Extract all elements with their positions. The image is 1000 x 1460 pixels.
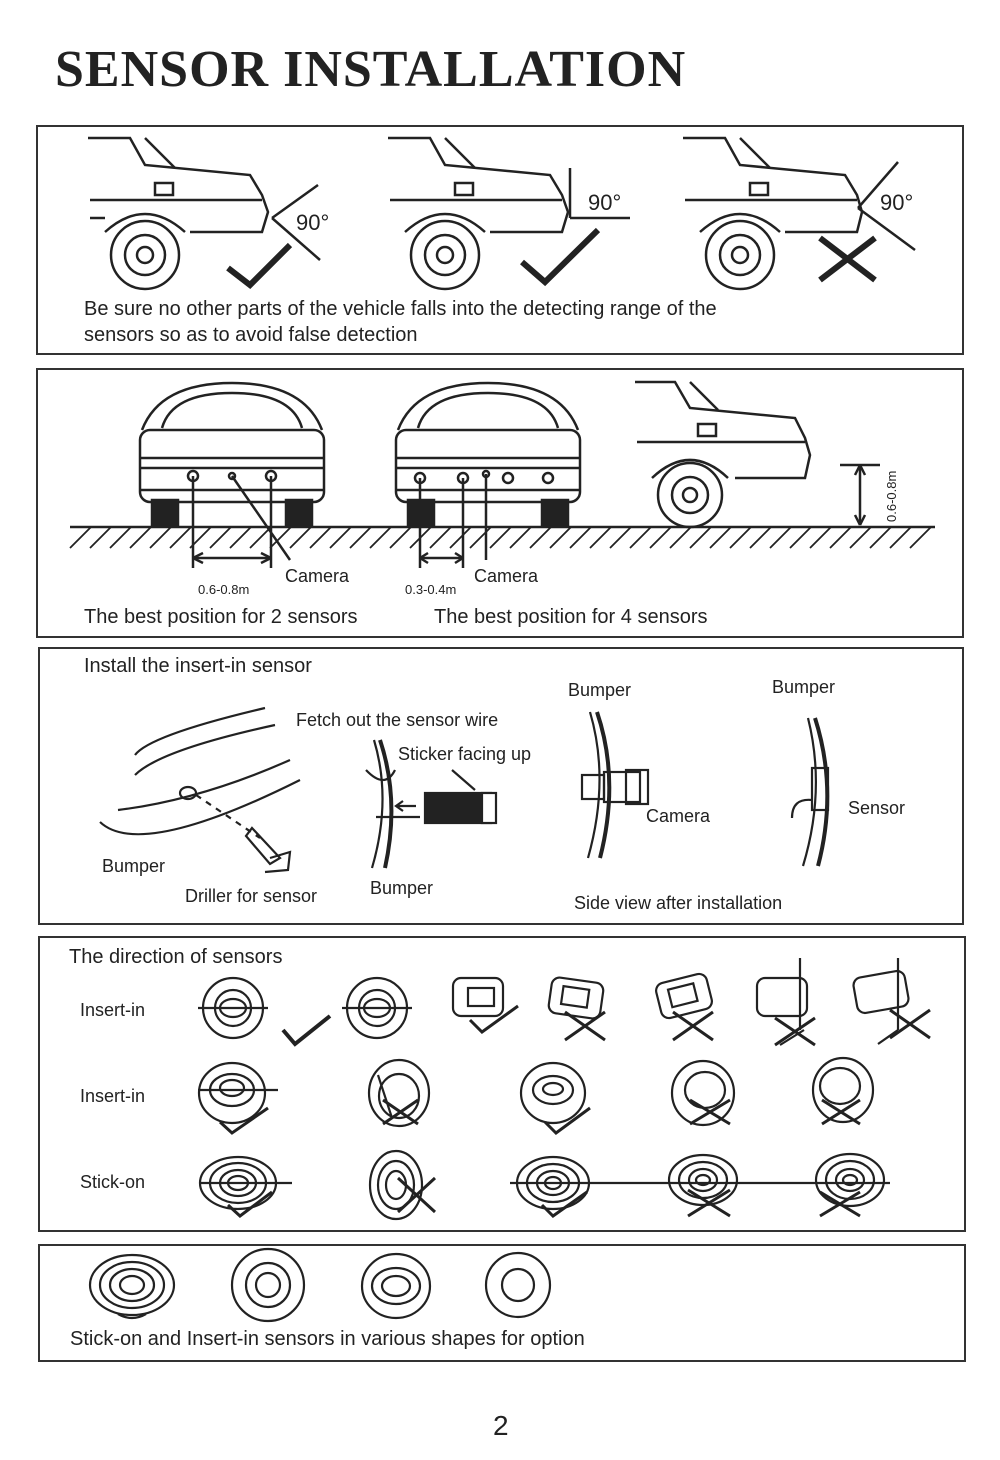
row2-bad-3: [811, 1056, 875, 1126]
caption-4-sensors: The best position for 4 sensors: [434, 606, 708, 628]
side-view-caption: Side view after installation: [574, 893, 783, 913]
angle-label-1: 90°: [296, 210, 330, 235]
row1-label: Insert-in: [80, 1000, 146, 1020]
bumper-label-camera: Bumper: [568, 680, 632, 700]
bumper-label-left: Bumper: [102, 856, 166, 876]
row3-bad-1: [368, 1149, 437, 1221]
row1-side-4: [755, 958, 816, 1047]
angle-label-2: 90°: [588, 190, 622, 215]
row1-ok-1: [198, 976, 268, 1040]
row3-ok-1: [198, 1155, 292, 1218]
shape-round-double: [230, 1247, 306, 1323]
row3-bad-3: [814, 1152, 886, 1218]
shape-oval: [360, 1252, 432, 1320]
row1-side-1: [451, 976, 519, 1034]
row2-label: Insert-in: [80, 1086, 146, 1106]
camera-label-1: Camera: [285, 566, 350, 586]
page-number: 2: [493, 1410, 509, 1441]
panel-sensor-direction: [38, 936, 966, 1232]
install-heading: Install the insert-in sensor: [84, 655, 312, 677]
shape-stick-on: [88, 1253, 176, 1320]
panel-sensor-position: [36, 368, 964, 638]
car-side-1: [88, 136, 321, 291]
bumper-label-mid: Bumper: [370, 878, 434, 898]
row2-bad-1: [367, 1058, 431, 1128]
sensor-insert: [365, 739, 498, 869]
row1-side-5: [852, 958, 931, 1045]
camera-label-2: Camera: [474, 566, 539, 586]
sensor-side-view: [790, 717, 830, 867]
row1-ok-2: [342, 976, 412, 1040]
bumper-label-sensor: Bumper: [772, 677, 836, 697]
panel-detection-range: [36, 125, 964, 355]
fetch-wire-label: Fetch out the sensor wire: [296, 710, 499, 730]
row1-side-3: [655, 972, 714, 1042]
caption-line-2: sensors so as to avoid false detection: [84, 324, 418, 346]
car-side-3: [683, 136, 916, 291]
shape-round-single: [484, 1251, 552, 1319]
car-rear-1: [138, 381, 326, 568]
direction-heading: The direction of sensors: [69, 946, 283, 968]
car-side-height: [635, 380, 880, 529]
caption-line-1: Be sure no other parts of the vehicle fa…: [84, 298, 717, 320]
row3-bad-2: [667, 1153, 739, 1218]
car-side-2: [388, 136, 630, 291]
row3-ok-2: [515, 1155, 591, 1218]
row2-ok-2: [519, 1061, 591, 1135]
page-title: SENSOR INSTALLATION: [55, 41, 687, 98]
sticker-label: Sticker facing up: [398, 744, 532, 764]
panel-sensor-shapes: [38, 1244, 966, 1362]
camera-side-view: [580, 711, 650, 859]
panel-install-insert: [38, 647, 964, 925]
distance-4-sensors: 0.3-0.4m: [405, 582, 457, 597]
row1-side-2: [547, 976, 606, 1042]
camera-label: Camera: [646, 806, 711, 826]
caption-2-sensors: The best position for 2 sensors: [84, 606, 358, 628]
distance-2-sensors: 0.6-0.8m: [198, 582, 250, 597]
row1-check: [281, 1014, 332, 1047]
ground-hatching: [69, 526, 932, 549]
shapes-caption: Stick-on and Insert-in sensors in variou…: [70, 1328, 585, 1350]
row2-ok-1: [197, 1061, 278, 1135]
angle-label-3: 90°: [880, 190, 914, 215]
row2-bad-2: [670, 1059, 736, 1127]
bumper-drilling: [99, 706, 301, 874]
sensor-label: Sensor: [848, 798, 906, 818]
driller-label: Driller for sensor: [185, 886, 318, 906]
row3-label: Stick-on: [80, 1172, 146, 1192]
car-rear-2: [394, 381, 582, 568]
